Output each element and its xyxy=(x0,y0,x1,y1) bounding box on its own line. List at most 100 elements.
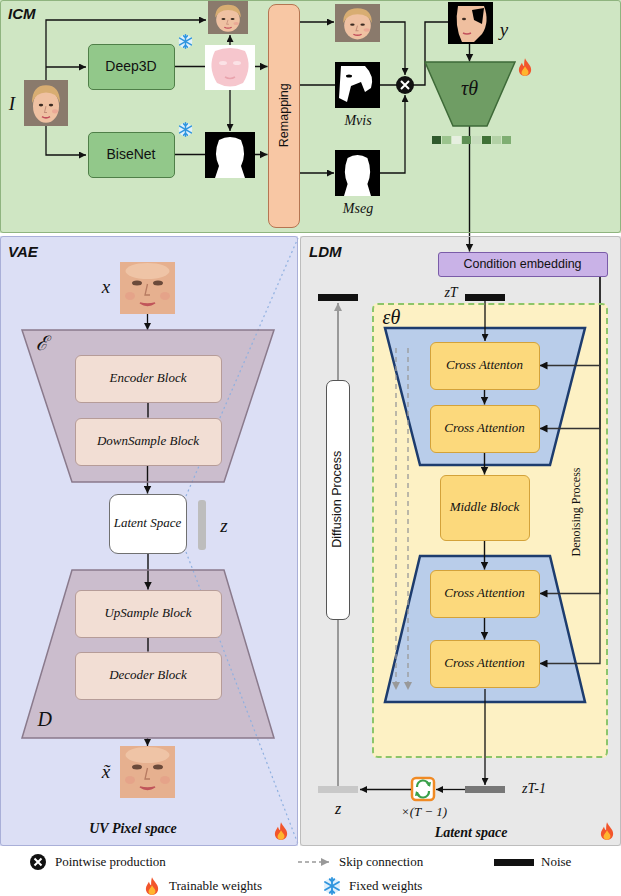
trainable-icon xyxy=(275,822,287,840)
path-shape xyxy=(426,782,431,787)
noise-bar xyxy=(465,294,505,301)
process-box: Latent Space xyxy=(109,494,187,554)
math-label: ×(T − 1) xyxy=(401,805,447,819)
process-box: Cross Attention xyxy=(430,570,540,618)
legend-text: Noise xyxy=(541,855,571,870)
node-label: Diffusion Process xyxy=(330,451,344,548)
segmentation-mask-image xyxy=(205,132,255,178)
legend-item: Fixed weights xyxy=(322,877,422,895)
process-box: BiseNet xyxy=(88,132,175,178)
polyline-shape xyxy=(380,95,405,173)
rect-shape xyxy=(462,136,471,144)
rendered-face-image xyxy=(208,1,248,34)
panel: ICMDeep3DBiseNetRemappingτθ xyxy=(0,0,621,233)
polyline-shape xyxy=(436,789,465,790)
node-label: εθ xyxy=(383,306,401,329)
node-label: Cross Attention xyxy=(444,656,525,671)
remapped-face-image xyxy=(335,4,380,42)
uv-output-image xyxy=(120,746,175,798)
node-label: Remapping xyxy=(276,84,290,148)
legend-item: Noise xyxy=(494,853,571,871)
node-label: Latent Space xyxy=(114,516,182,531)
uv-texture-image xyxy=(205,45,255,90)
node-label: Condition embedding xyxy=(463,257,581,271)
legend-icon xyxy=(28,853,48,871)
encoder-fill xyxy=(22,330,274,482)
connector-arrow xyxy=(540,277,601,366)
polyline-shape xyxy=(407,348,408,690)
use-shape xyxy=(146,877,158,895)
process-box: DownSample Block xyxy=(75,418,222,466)
condition-token-strip xyxy=(432,136,511,144)
process-box: Remapping xyxy=(268,4,300,228)
panel-title: VAE xyxy=(8,243,38,260)
panel-title: Latent space xyxy=(435,825,508,841)
path-shape xyxy=(415,791,420,796)
rect-shape xyxy=(502,136,511,144)
trainable-icon xyxy=(519,58,531,76)
math-label: zT xyxy=(444,285,457,300)
polyline-shape xyxy=(360,789,411,790)
latent-vector-bar xyxy=(198,500,206,550)
use-shape xyxy=(324,878,340,894)
math-label: I xyxy=(9,94,15,115)
polyline-shape xyxy=(46,126,86,155)
skip-connections xyxy=(396,348,408,690)
connector-arrow xyxy=(484,618,485,640)
seg-mask-image xyxy=(335,150,380,196)
polyline-shape xyxy=(229,90,230,131)
math-label: z xyxy=(335,800,341,818)
process-box: Cross Attention xyxy=(430,640,540,688)
unet-decoder xyxy=(385,556,585,702)
rect-shape xyxy=(472,136,481,144)
trapezoid-shape xyxy=(22,570,274,738)
process-box: Condition embedding xyxy=(438,252,608,277)
connector-arrow xyxy=(484,390,485,405)
input-face-image xyxy=(24,80,68,126)
output-arrow xyxy=(147,738,148,746)
node-label: τθ xyxy=(461,76,478,99)
trapezoid-block: ℰ Encoder BlockDownSample Block xyxy=(22,330,274,482)
input-arrow xyxy=(147,314,148,330)
node-label: UpSample Block xyxy=(104,606,191,621)
panel-title: ICM xyxy=(8,5,36,22)
math-label: x xyxy=(102,277,110,298)
panel-title: UV Pixel space xyxy=(89,821,177,837)
process-box: Cross Attention xyxy=(430,405,540,453)
loop-icon xyxy=(412,778,434,800)
node-label: D xyxy=(38,708,52,731)
unet-region-fill xyxy=(372,303,608,758)
rect-shape xyxy=(452,136,461,144)
process-box: Decoder Block xyxy=(75,652,222,700)
panel: VAE UV Pixel space ℰ Encoder BlockDownSampl… xyxy=(0,236,298,846)
connector-arrow xyxy=(540,277,601,594)
legend-text: Skip connection xyxy=(339,855,423,870)
vae-panel-fill xyxy=(0,236,298,846)
polyline-shape xyxy=(380,22,405,75)
process-box: Middle Block xyxy=(440,475,530,541)
masked-face-image xyxy=(448,2,493,44)
polyline-shape xyxy=(395,348,396,690)
icm-panel-fill xyxy=(0,0,621,233)
legend-swatch xyxy=(494,859,534,866)
frozen-icon xyxy=(179,123,193,137)
path-shape xyxy=(35,859,42,866)
noise-bar xyxy=(318,294,358,301)
math-label: z xyxy=(220,516,227,537)
legend-item: Pointwise production xyxy=(28,853,166,871)
process-box: UpSample Block xyxy=(75,590,222,638)
connector-arrow xyxy=(147,403,148,418)
trainable-icon xyxy=(601,822,613,840)
circle-shape xyxy=(30,854,46,870)
process-box: Encoder Block xyxy=(75,355,222,403)
node-label: BiseNet xyxy=(106,146,155,162)
polyline-shape xyxy=(229,35,230,45)
node-label: ℰ xyxy=(36,332,48,355)
trapezoid-shape xyxy=(425,62,515,126)
noise-input-arrow xyxy=(484,301,485,341)
visibility-mask-image xyxy=(335,62,380,108)
loop-arrows xyxy=(360,789,465,790)
connector-arrow xyxy=(147,638,148,652)
legend-icon xyxy=(142,877,162,895)
